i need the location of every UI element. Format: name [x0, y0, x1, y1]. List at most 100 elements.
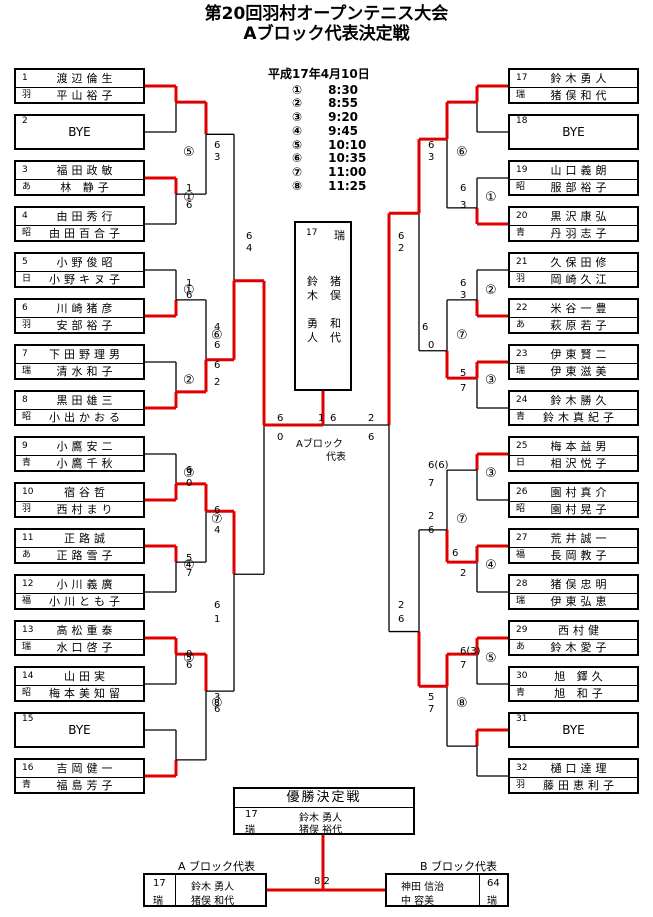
- title-line-2: Aブロック代表決定戦: [243, 24, 410, 44]
- score-label: 6: [214, 340, 221, 351]
- entry-club: 羽: [516, 780, 526, 790]
- round-mark: ⑧: [456, 696, 468, 711]
- rep-a-player-2: 猪俣 和代: [191, 896, 235, 907]
- score-label: 2: [428, 511, 435, 522]
- score-label: 3: [460, 290, 467, 301]
- player-2: 小鷹千秋: [56, 457, 117, 470]
- player-2: 小野キヌ子: [49, 273, 124, 286]
- round-mark: ①: [292, 82, 303, 97]
- entry-club: 日: [516, 458, 526, 468]
- score-label: 4: [246, 243, 253, 254]
- round-mark: ②: [485, 283, 497, 298]
- entry-no: 27: [516, 533, 528, 543]
- player-2: 藤田恵利子: [543, 779, 618, 792]
- player-2: 伊東滋美: [550, 365, 611, 378]
- score-label: 2: [214, 377, 221, 388]
- score-label: 2: [398, 600, 405, 611]
- entry-no: 2: [22, 116, 28, 126]
- entry-club: 昭: [22, 688, 32, 698]
- score-label: 6: [246, 231, 253, 242]
- center-char: 鈴: [307, 275, 318, 288]
- entry-club: あ: [516, 642, 526, 652]
- player-2: 相沢悦子: [550, 457, 611, 470]
- entry-no: 6: [22, 303, 28, 313]
- score-label: 5: [428, 692, 435, 703]
- player-1: 下田野理男: [49, 348, 124, 361]
- round-mark: ④: [183, 558, 195, 573]
- score-label: 6: [186, 200, 193, 211]
- entry-no: 32: [516, 763, 528, 773]
- block-label: Aブロック 代表: [296, 438, 346, 464]
- player-1: 久保田修: [550, 256, 611, 269]
- round-mark: ⑤: [183, 145, 195, 160]
- center-char: 俣: [330, 289, 341, 302]
- final-no: 17: [245, 809, 258, 820]
- score-label: 6: [186, 465, 193, 476]
- rep-b-player-1: 神田 信治: [401, 882, 445, 893]
- page-title: 第20回羽村オープンテニス大会 Aブロック代表決定戦: [0, 4, 653, 44]
- rep-a-no: 17: [153, 878, 166, 889]
- round-mark: ⑧: [292, 178, 303, 193]
- round-mark: ③: [485, 466, 497, 481]
- rep-a-box: 17 瑞 鈴木 勇人 猪俣 和代: [143, 873, 267, 907]
- score-label: 2: [460, 568, 467, 579]
- center-char: 人: [307, 331, 318, 344]
- entry-no: 19: [516, 165, 528, 175]
- round-mark: ⑤: [183, 651, 195, 666]
- player-1: 西村健: [558, 624, 603, 637]
- player-1: 小川義廣: [56, 578, 117, 591]
- center-char: 木: [307, 289, 318, 302]
- rep-b-caption: B ブロック代表: [420, 860, 498, 873]
- entry-club: 瑞: [516, 366, 526, 376]
- entry-no: 5: [22, 257, 28, 267]
- player-1: 渡辺倫生: [56, 72, 117, 85]
- entry-club: 青: [516, 228, 526, 238]
- entry-club: 羽: [22, 90, 32, 100]
- score-label: 6: [214, 360, 221, 371]
- entry-no: 31: [516, 714, 528, 724]
- score-label: 2: [368, 413, 375, 424]
- player-1: 伊東賢二: [550, 348, 611, 361]
- entry-no: 29: [516, 625, 528, 635]
- entry-club: 昭: [516, 504, 526, 514]
- round-mark: ⑦: [456, 328, 468, 343]
- center-char: 勇: [307, 317, 318, 330]
- entry-no: 14: [22, 671, 34, 681]
- player-2: 小出かおる: [49, 411, 124, 424]
- entry-no: 12: [22, 579, 34, 589]
- entry-no: 17: [516, 73, 528, 83]
- player-2: 岡崎久江: [550, 273, 611, 286]
- rep-a-player-1: 鈴木 勇人: [191, 882, 235, 893]
- center-name-2: 猪俣和代: [330, 275, 341, 345]
- score-label: 3: [428, 152, 435, 163]
- score-label: 6: [398, 231, 405, 242]
- entry-club: 昭: [22, 228, 32, 238]
- player-1: 梅本益男: [550, 440, 611, 453]
- player-1: 正路誠: [64, 532, 109, 545]
- entry-club: 羽: [516, 274, 526, 284]
- entry-club: 羽: [22, 320, 32, 330]
- bye-label: BYE: [562, 125, 585, 139]
- entry-club: 青: [22, 780, 32, 790]
- player-2: 福島芳子: [56, 779, 117, 792]
- score-label: 5: [460, 368, 467, 379]
- score-label: 5: [186, 553, 193, 564]
- score-label: 6: [422, 322, 429, 333]
- round-mark: ③: [485, 373, 497, 388]
- round-time: 8:30: [328, 82, 359, 97]
- score-label: 6: [460, 278, 467, 289]
- player-1: 鈴木勝久: [550, 394, 611, 407]
- player-2: 清水和子: [56, 365, 117, 378]
- rep-b-box: 神田 信治 中 容美 64 瑞: [385, 873, 509, 907]
- entry-no: 13: [22, 625, 34, 635]
- entry-club: 瑞: [22, 366, 32, 376]
